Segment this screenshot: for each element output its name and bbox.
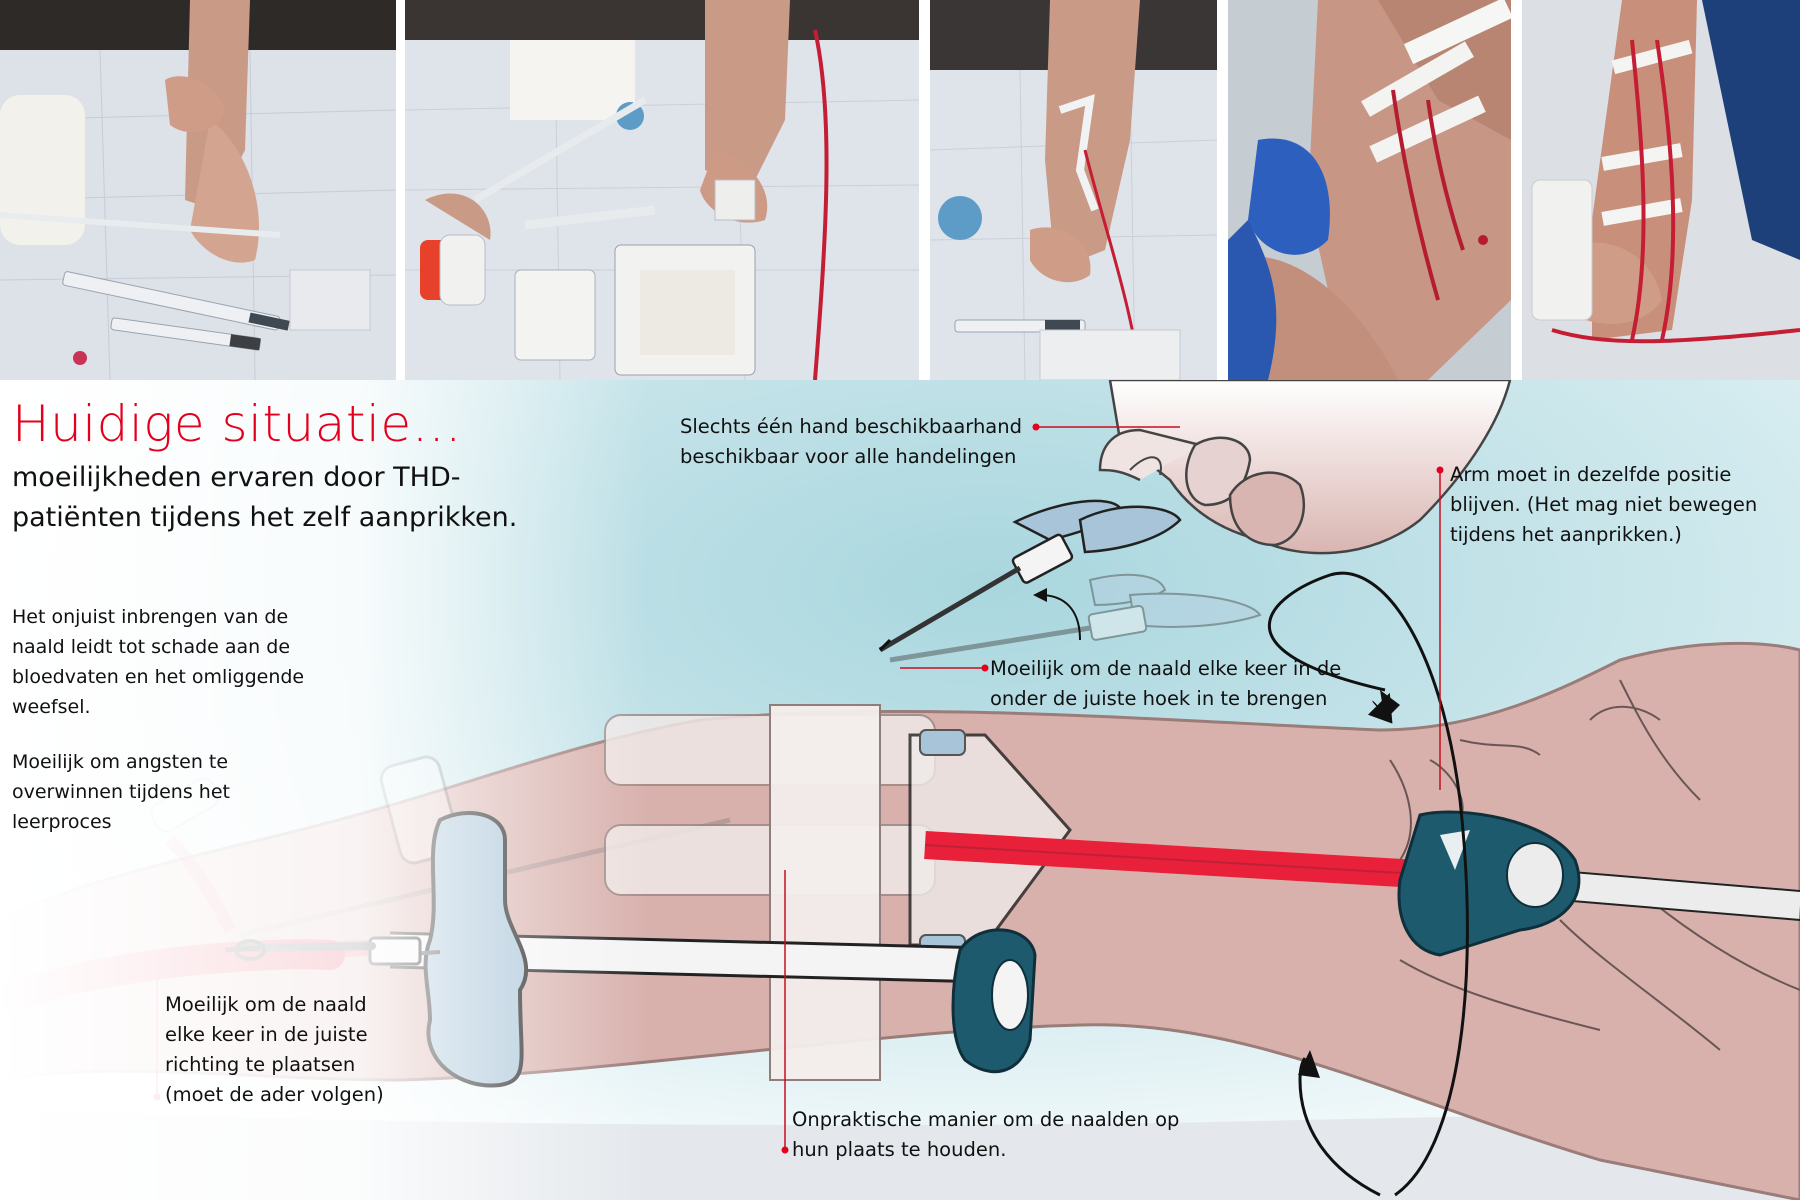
photo-1 xyxy=(0,0,396,380)
arm-illustration xyxy=(0,380,1800,1200)
callout-arm-position: Arm moet in dezelfde positie blijven. (H… xyxy=(1450,463,1758,546)
photo-gloved-hand-taping-arm xyxy=(1228,0,1511,380)
page-title: Huidige situatie… xyxy=(12,395,463,453)
photo-2 xyxy=(405,0,919,380)
photo-arm-with-taped-line xyxy=(930,0,1217,380)
callout-needle-angle: Moeilijk om de naald elke keer in de ond… xyxy=(990,657,1342,710)
callout-one-hand: Slechts één hand beschikbaarhand beschik… xyxy=(680,415,1022,468)
photo-arm-with-two-needles xyxy=(1522,0,1800,380)
page-subtitle: moeilijkheden ervaren door THD-patiënten… xyxy=(12,462,518,533)
note-fear: Moeilijk om angsten te overwinnen tijden… xyxy=(12,751,230,833)
photo-hands-preparing-needle xyxy=(0,0,396,380)
photo-disinfecting-supplies xyxy=(405,0,919,380)
photo-3 xyxy=(930,0,1217,380)
photo-5 xyxy=(1522,0,1800,380)
note-tissue-damage: Het onjuist inbrengen van de naald leidt… xyxy=(12,606,305,718)
text-fade xyxy=(0,380,1800,1200)
photo-4 xyxy=(1228,0,1511,380)
callout-needle-direction: Moeilijk om de naald elke keer in de jui… xyxy=(165,993,384,1106)
callout-fixation: Onpraktische manier om de naalden op hun… xyxy=(792,1108,1180,1161)
